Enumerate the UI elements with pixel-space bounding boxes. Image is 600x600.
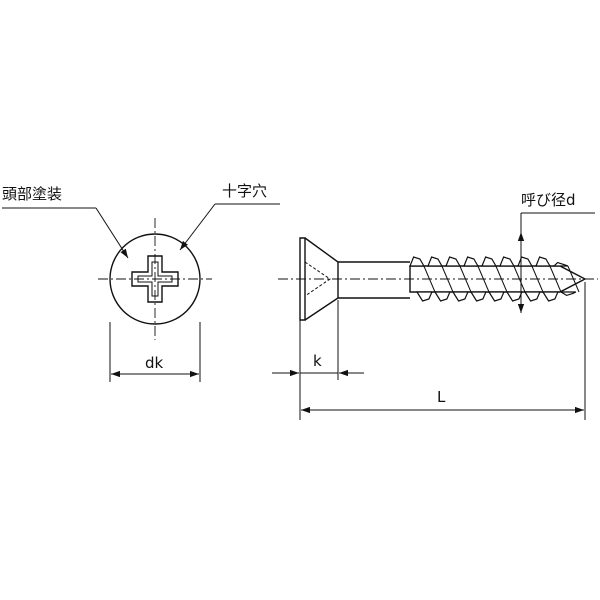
head-top-view [2, 203, 280, 382]
screw-side-view [272, 212, 598, 420]
cross-recess-shape [131, 255, 179, 303]
thread-tooth [463, 256, 487, 302]
thread-tooth [481, 256, 505, 302]
head-coating-leader-arrow [95, 207, 129, 259]
thread-tooth [445, 256, 469, 302]
thread-tooth [409, 256, 433, 302]
cross-recess-leader-arrow [179, 203, 216, 251]
head-recess-hidden [304, 261, 331, 297]
countersunk-taper [304, 237, 339, 321]
thread-tooth [535, 256, 559, 302]
head-diameter-label: dk [145, 354, 164, 372]
head-outline [109, 233, 201, 325]
cross-recess-inner [137, 261, 173, 297]
head-coating-label: 頭部塗装 [2, 185, 62, 203]
nominal-diameter-label: 呼び径d [521, 191, 576, 209]
thread-tooth [427, 256, 451, 302]
head-height-label: k [313, 352, 322, 370]
thread-root [409, 265, 587, 293]
thread-tooth [552, 261, 577, 297]
cross-recess-label: 十字穴 [222, 182, 267, 200]
length-label: L [437, 388, 446, 406]
